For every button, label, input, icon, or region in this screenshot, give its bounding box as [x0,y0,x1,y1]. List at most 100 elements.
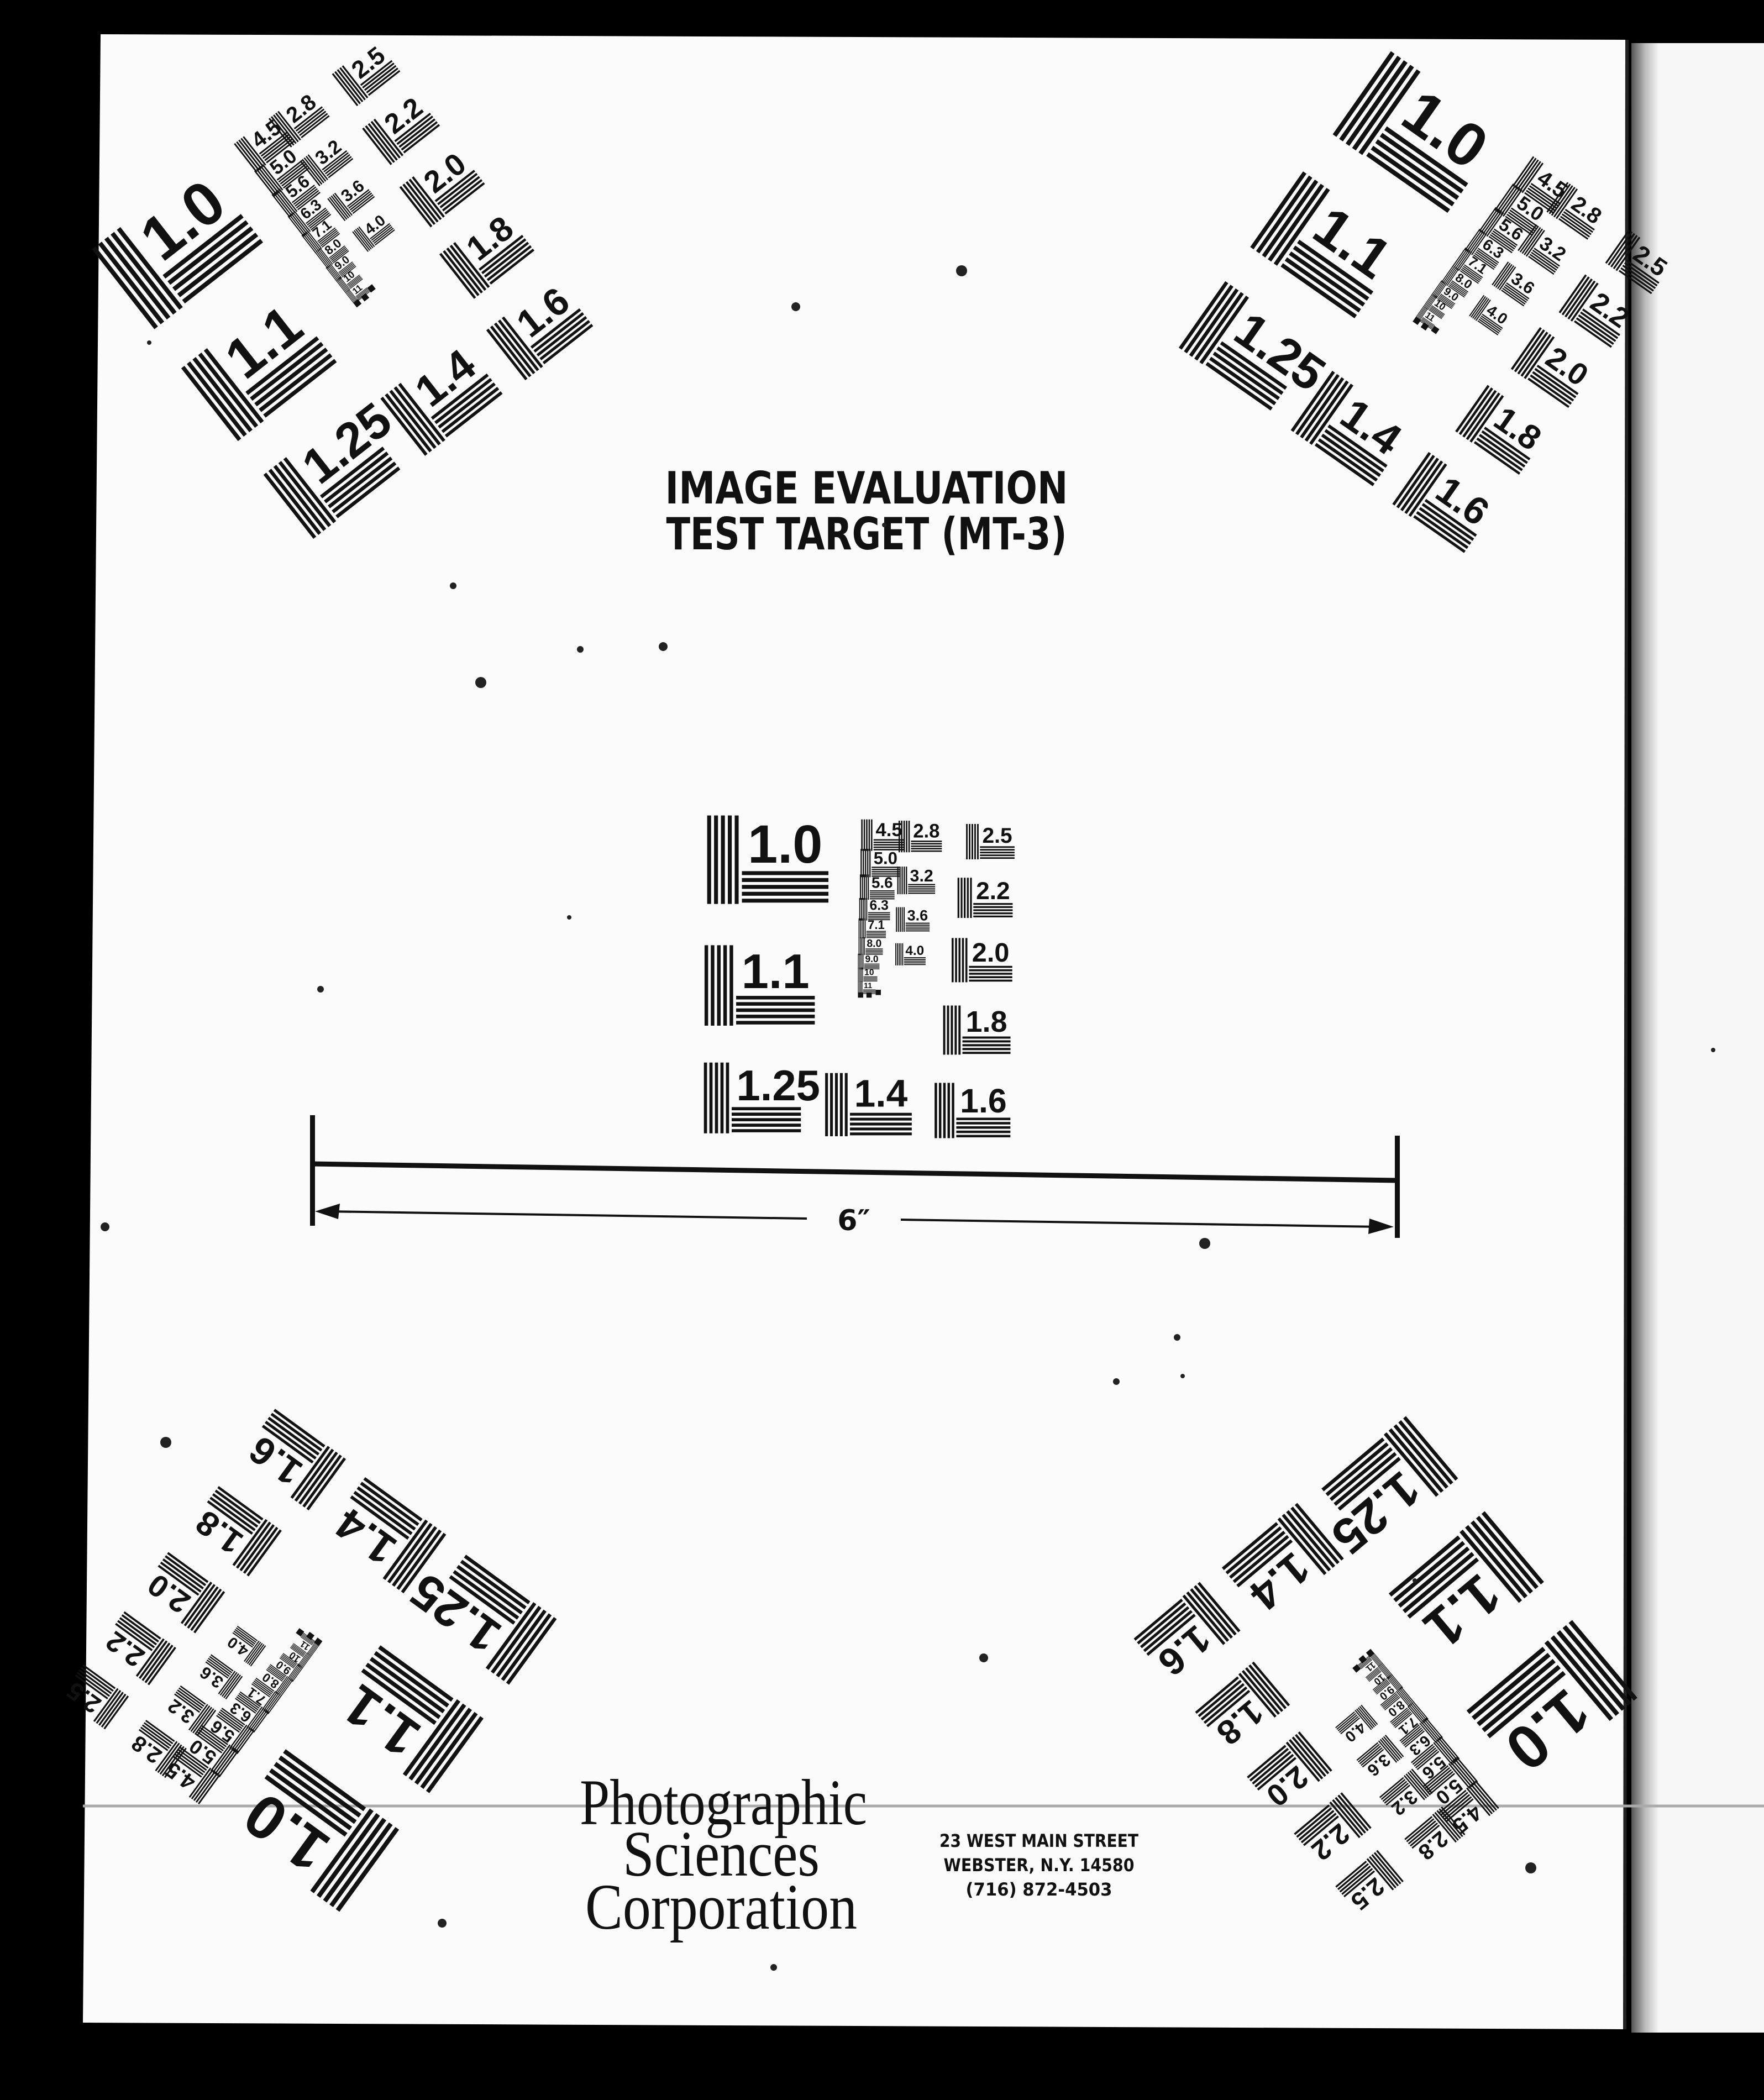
vertical-bar [871,819,873,851]
company-name-line-3: Corporation [585,1871,857,1943]
horizontal-bar [973,915,1013,917]
target-element-2-8: 2.8 [898,821,942,853]
target-label: 6.3 [869,899,888,914]
horizontal-bar [868,917,890,918]
vertical-bar [906,867,907,895]
vertical-bar [864,898,866,921]
vertical-bar [947,1005,949,1055]
horizontal-bar [962,1036,1011,1039]
vertical-bar [954,1005,957,1055]
vertical-bar [903,821,905,853]
vertical-bar [863,849,864,878]
vertical-bar [901,821,902,853]
dust-speck [791,302,800,311]
vertical-bar [862,918,863,938]
horizontal-bar [973,909,1013,911]
vertical-bar [859,874,862,900]
horizontal-bar [980,849,1015,851]
target-element-4-0: 4.0 [895,943,926,965]
target-label: 10 [864,968,874,977]
horizontal-bar [873,841,905,843]
horizontal-bar [980,857,1015,859]
horizontal-bar [863,989,876,990]
dust-speck [1199,1238,1210,1249]
vertical-bar [860,898,862,921]
horizontal-bar [869,898,895,900]
horizontal-bar [850,1127,912,1131]
target-element-2-0: 2.0 [952,938,1012,983]
horizontal-bar [742,891,829,896]
vertical-bar [707,815,711,904]
dust-speck [1525,1862,1536,1873]
horizontal-bar [850,1117,912,1121]
target-label: 1.25 [737,1062,820,1110]
dust-speck [438,1919,447,1928]
vertical-bar [863,898,864,921]
horizontal-bar [908,893,936,894]
target-element-5-0: 5.0 [860,848,900,878]
horizontal-bar [872,875,900,877]
horizontal-bar [872,869,900,870]
micro-target-element [858,992,863,998]
horizontal-bar [868,912,890,914]
horizontal-bar [736,1021,815,1025]
horizontal-bar [904,960,926,962]
horizontal-bar [869,890,895,892]
vertical-bar [862,967,863,982]
vertical-bar [901,867,903,895]
vertical-bar [868,819,870,851]
horizontal-bar [911,841,942,842]
vertical-bar [723,945,727,1026]
vertical-bar [955,938,957,983]
target-label: 2.2 [976,878,1010,905]
dust-speck [577,646,584,653]
horizontal-bar [956,1122,1011,1125]
horizontal-bar [973,906,1013,908]
six-inch-scale-bar: 6″ [310,1115,1400,1238]
vertical-bar [864,874,865,900]
vertical-bar [866,898,868,921]
vertical-bar [897,907,899,932]
vertical-bar [951,1005,953,1055]
vertical-bar [729,945,733,1026]
vertical-bar [704,1062,707,1133]
dust-speck [475,677,486,688]
target-label: 4.0 [905,943,924,958]
horizontal-bar [873,844,905,846]
horizontal-bar [980,852,1015,854]
target-element-1-4: 1.4 [825,1072,912,1137]
vertical-bar [958,1005,961,1055]
vertical-bar [860,849,862,878]
vertical-bar [721,815,725,904]
horizontal-bar [742,871,829,875]
vertical-bar [839,1073,843,1137]
vertical-bar [714,815,718,904]
horizontal-bar [908,884,936,885]
scale-top-line [312,1161,1398,1183]
dust-speck [1113,1378,1120,1385]
vertical-bar [904,867,905,895]
target-element-9-0: 9.0 [858,953,880,970]
horizontal-bar [863,990,876,991]
horizontal-bar [872,873,900,875]
scale-label: 6″ [837,1204,870,1237]
target-label: 11 [864,981,872,990]
dust-speck [101,1222,109,1231]
company-logo: Photographic Sciences Corporation [580,1766,867,1943]
horizontal-bar [736,1008,815,1012]
horizontal-bar [732,1112,801,1116]
vertical-bar [897,943,898,965]
target-element-3-6: 3.6 [896,907,930,932]
horizontal-bar [956,1117,1011,1120]
target-label: 1.6 [960,1082,1006,1120]
horizontal-bar [866,937,886,938]
company-address-line-2: WEBSTER, N.Y. 14580 [944,1855,1135,1876]
horizontal-bar [973,903,1013,905]
vertical-bar [715,1062,718,1133]
horizontal-bar [904,964,926,965]
horizontal-bar [869,894,895,896]
horizontal-bar [868,919,890,921]
vertical-bar [865,874,867,900]
